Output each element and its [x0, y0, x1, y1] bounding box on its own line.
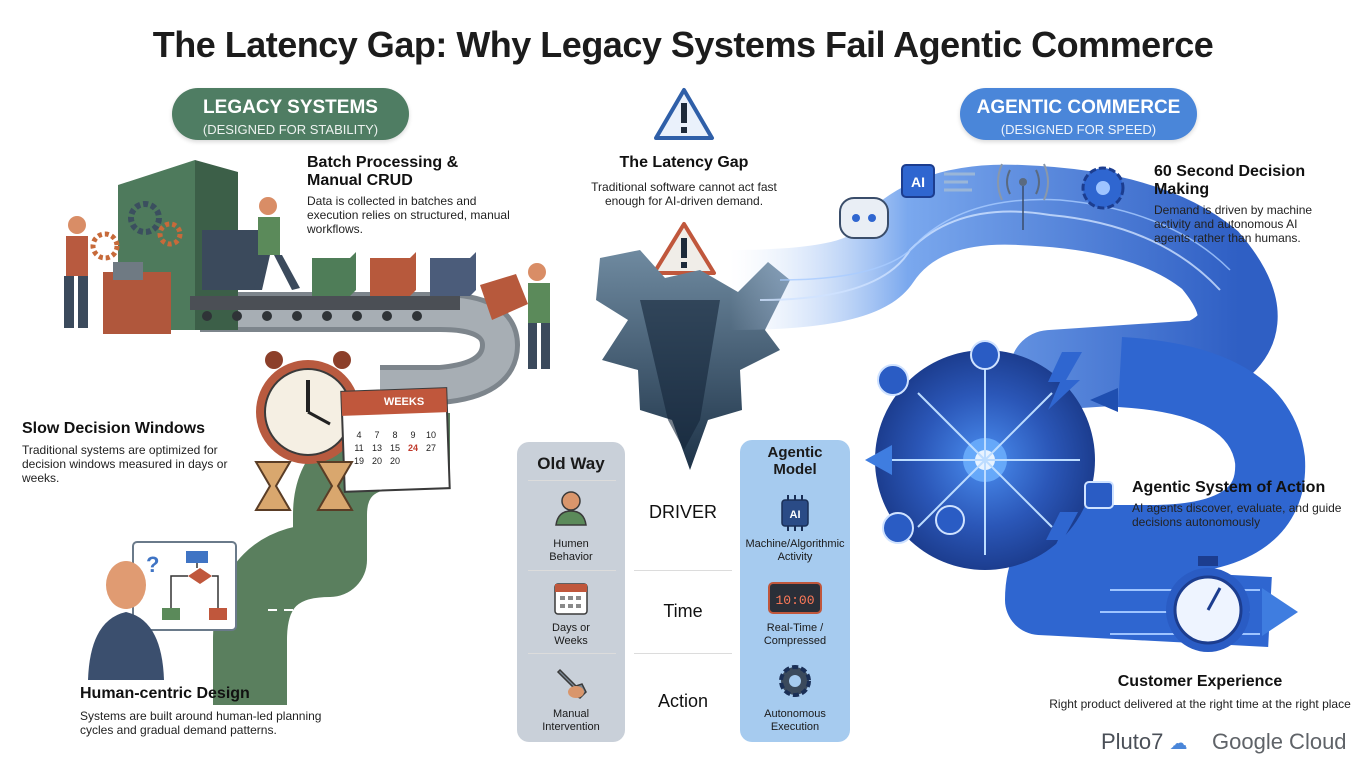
calendar-day: 9 — [410, 430, 416, 440]
batch-processing-block: Batch Processing & Manual CRUD Data is c… — [307, 154, 517, 236]
agentic-model-column: Agentic Model AI Machine/Algorithmic Act… — [740, 440, 850, 742]
network-gear-icon — [1081, 166, 1125, 210]
ai-chip-label: AI — [790, 509, 801, 521]
batch-heading-line2: Manual CRUD — [307, 172, 413, 189]
autonomous-gear-icon — [779, 665, 811, 697]
agentic-pill-subtitle: (DESIGNED FOR SPEED) — [1000, 122, 1157, 137]
calendar-day: 10 — [425, 430, 436, 440]
pluto7-logo: Pluto7 ☁ — [1101, 729, 1188, 755]
calendar-day: 4 — [356, 430, 362, 440]
divider — [528, 480, 616, 481]
calendar-grid: 4 7 8 9 10 11 13 15 24 27 19 20 20 — [350, 430, 442, 466]
slow-heading: Slow Decision Windows — [22, 420, 205, 437]
batch-heading-line1: Batch Processing & — [307, 154, 459, 171]
customer-description: Right product delivered at the right tim… — [1049, 697, 1351, 711]
old-way-column: Old Way Humen Behavior Days or Weeks Man… — [517, 442, 625, 742]
system-description: AI agents discover, evaluate, and guide … — [1132, 501, 1342, 529]
new-driver-line1: Machine/Algorithmic — [745, 538, 845, 550]
old-way-heading: Old Way — [537, 454, 605, 473]
new-time-line1: Real-Time / — [766, 622, 824, 634]
gap-description: Traditional software cannot act fast eno… — [591, 180, 777, 208]
calendar-day: 7 — [374, 430, 380, 440]
calendar-day: 20 — [389, 456, 400, 466]
alert-icon — [652, 222, 716, 275]
agentic-system-block: Agentic System of Action AI agents disco… — [1132, 479, 1352, 529]
sixty-heading-line1: 60 Second Decision — [1154, 163, 1306, 180]
latency-gap-block: The Latency Gap Traditional software can… — [575, 154, 793, 208]
digital-clock-text: 10:00 — [775, 593, 814, 608]
human-centric-block: Human-centric Design Systems are built a… — [80, 685, 350, 737]
new-action-line1: Autonomous — [764, 708, 826, 720]
calendar-day: 19 — [353, 456, 364, 466]
legacy-pill-subtitle: (DESIGNED FOR STABILITY) — [202, 122, 379, 137]
human-description: Systems are built around human-led plann… — [80, 709, 322, 737]
digital-clock-icon: 10:00 — [768, 582, 822, 614]
agentic-heading-line1: Agentic — [767, 444, 823, 461]
sixty-heading-line2: Making — [1154, 181, 1210, 198]
thinking-person-illustration: ? — [88, 541, 237, 680]
old-action-line1: Manual — [552, 708, 590, 720]
customer-experience-block: Customer Experience Right product delive… — [1040, 673, 1360, 711]
slow-description: Traditional systems are optimized for de… — [22, 443, 228, 485]
sixty-description: Demand is driven by machine activity and… — [1154, 203, 1313, 245]
warning-icon — [654, 88, 714, 140]
factory-machine-illustration — [64, 160, 550, 369]
calendar-day: 13 — [371, 443, 382, 453]
new-driver-line2: Activity — [777, 551, 813, 563]
human-heading: Human-centric Design — [80, 685, 250, 702]
page-title: The Latency Gap: Why Legacy Systems Fail… — [152, 24, 1214, 65]
slow-decision-block: Slow Decision Windows Traditional system… — [22, 420, 237, 485]
calendar-day: 8 — [392, 430, 398, 440]
legacy-pill-title: LEGACY SYSTEMS — [203, 97, 378, 118]
svg-text:?: ? — [146, 552, 159, 577]
stopwatch-icon — [1166, 556, 1250, 652]
batch-description: Data is collected in batches and executi… — [307, 194, 510, 236]
old-driver-line2: Behavior — [549, 551, 593, 563]
clock-calendar-illustration — [254, 351, 451, 511]
customer-heading: Customer Experience — [1117, 673, 1283, 690]
cloud-icon: ☁ — [1169, 733, 1188, 753]
calendar-day: 11 — [354, 443, 364, 453]
person-icon — [555, 491, 587, 526]
old-time-line2: Weeks — [554, 635, 588, 647]
sixty-second-block: 60 Second Decision Making Demand is driv… — [1154, 163, 1334, 245]
old-driver-line1: Humen — [553, 538, 589, 550]
calendar-label: WEEKS — [383, 396, 425, 408]
system-heading: Agentic System of Action — [1132, 479, 1326, 496]
calendar-day: 20 — [371, 456, 382, 466]
new-time-line2: Compressed — [763, 635, 827, 647]
row-label-action: Action — [657, 691, 709, 711]
calendar-icon — [554, 583, 588, 615]
row-label-driver: DRIVER — [648, 502, 717, 522]
calendar-day: 27 — [425, 443, 436, 453]
calendar-day: 15 — [389, 443, 400, 453]
agentic-flow — [690, 164, 1306, 647]
signal-icon — [997, 163, 1049, 230]
google-cloud-logo: Google Cloud — [1212, 729, 1347, 754]
row-label-time: Time — [663, 601, 703, 621]
pluto7-text: Pluto7 — [1101, 729, 1164, 754]
gap-heading: The Latency Gap — [619, 154, 749, 171]
ai-chip-icon: AI — [781, 495, 809, 531]
old-time-line1: Days or — [552, 622, 590, 634]
divider — [634, 570, 732, 571]
agentic-heading-line2: Model — [773, 461, 817, 478]
new-action-line2: Execution — [770, 721, 820, 733]
ai-chip-icon: AI — [901, 164, 975, 198]
divider — [528, 570, 616, 571]
ai-chip-text: AI — [911, 174, 925, 190]
agentic-commerce-pill: AGENTIC COMMERCE (DESIGNED FOR SPEED) — [960, 88, 1197, 140]
agentic-pill-title: AGENTIC COMMERCE — [976, 97, 1181, 118]
divider — [634, 653, 732, 654]
calendar-day: 24 — [407, 443, 418, 453]
divider — [528, 653, 616, 654]
wrench-hand-icon — [556, 668, 587, 699]
legacy-systems-pill: LEGACY SYSTEMS (DESIGNED FOR STABILITY) — [172, 88, 409, 140]
robot-icon — [839, 197, 889, 239]
old-action-line2: Intervention — [542, 721, 600, 733]
